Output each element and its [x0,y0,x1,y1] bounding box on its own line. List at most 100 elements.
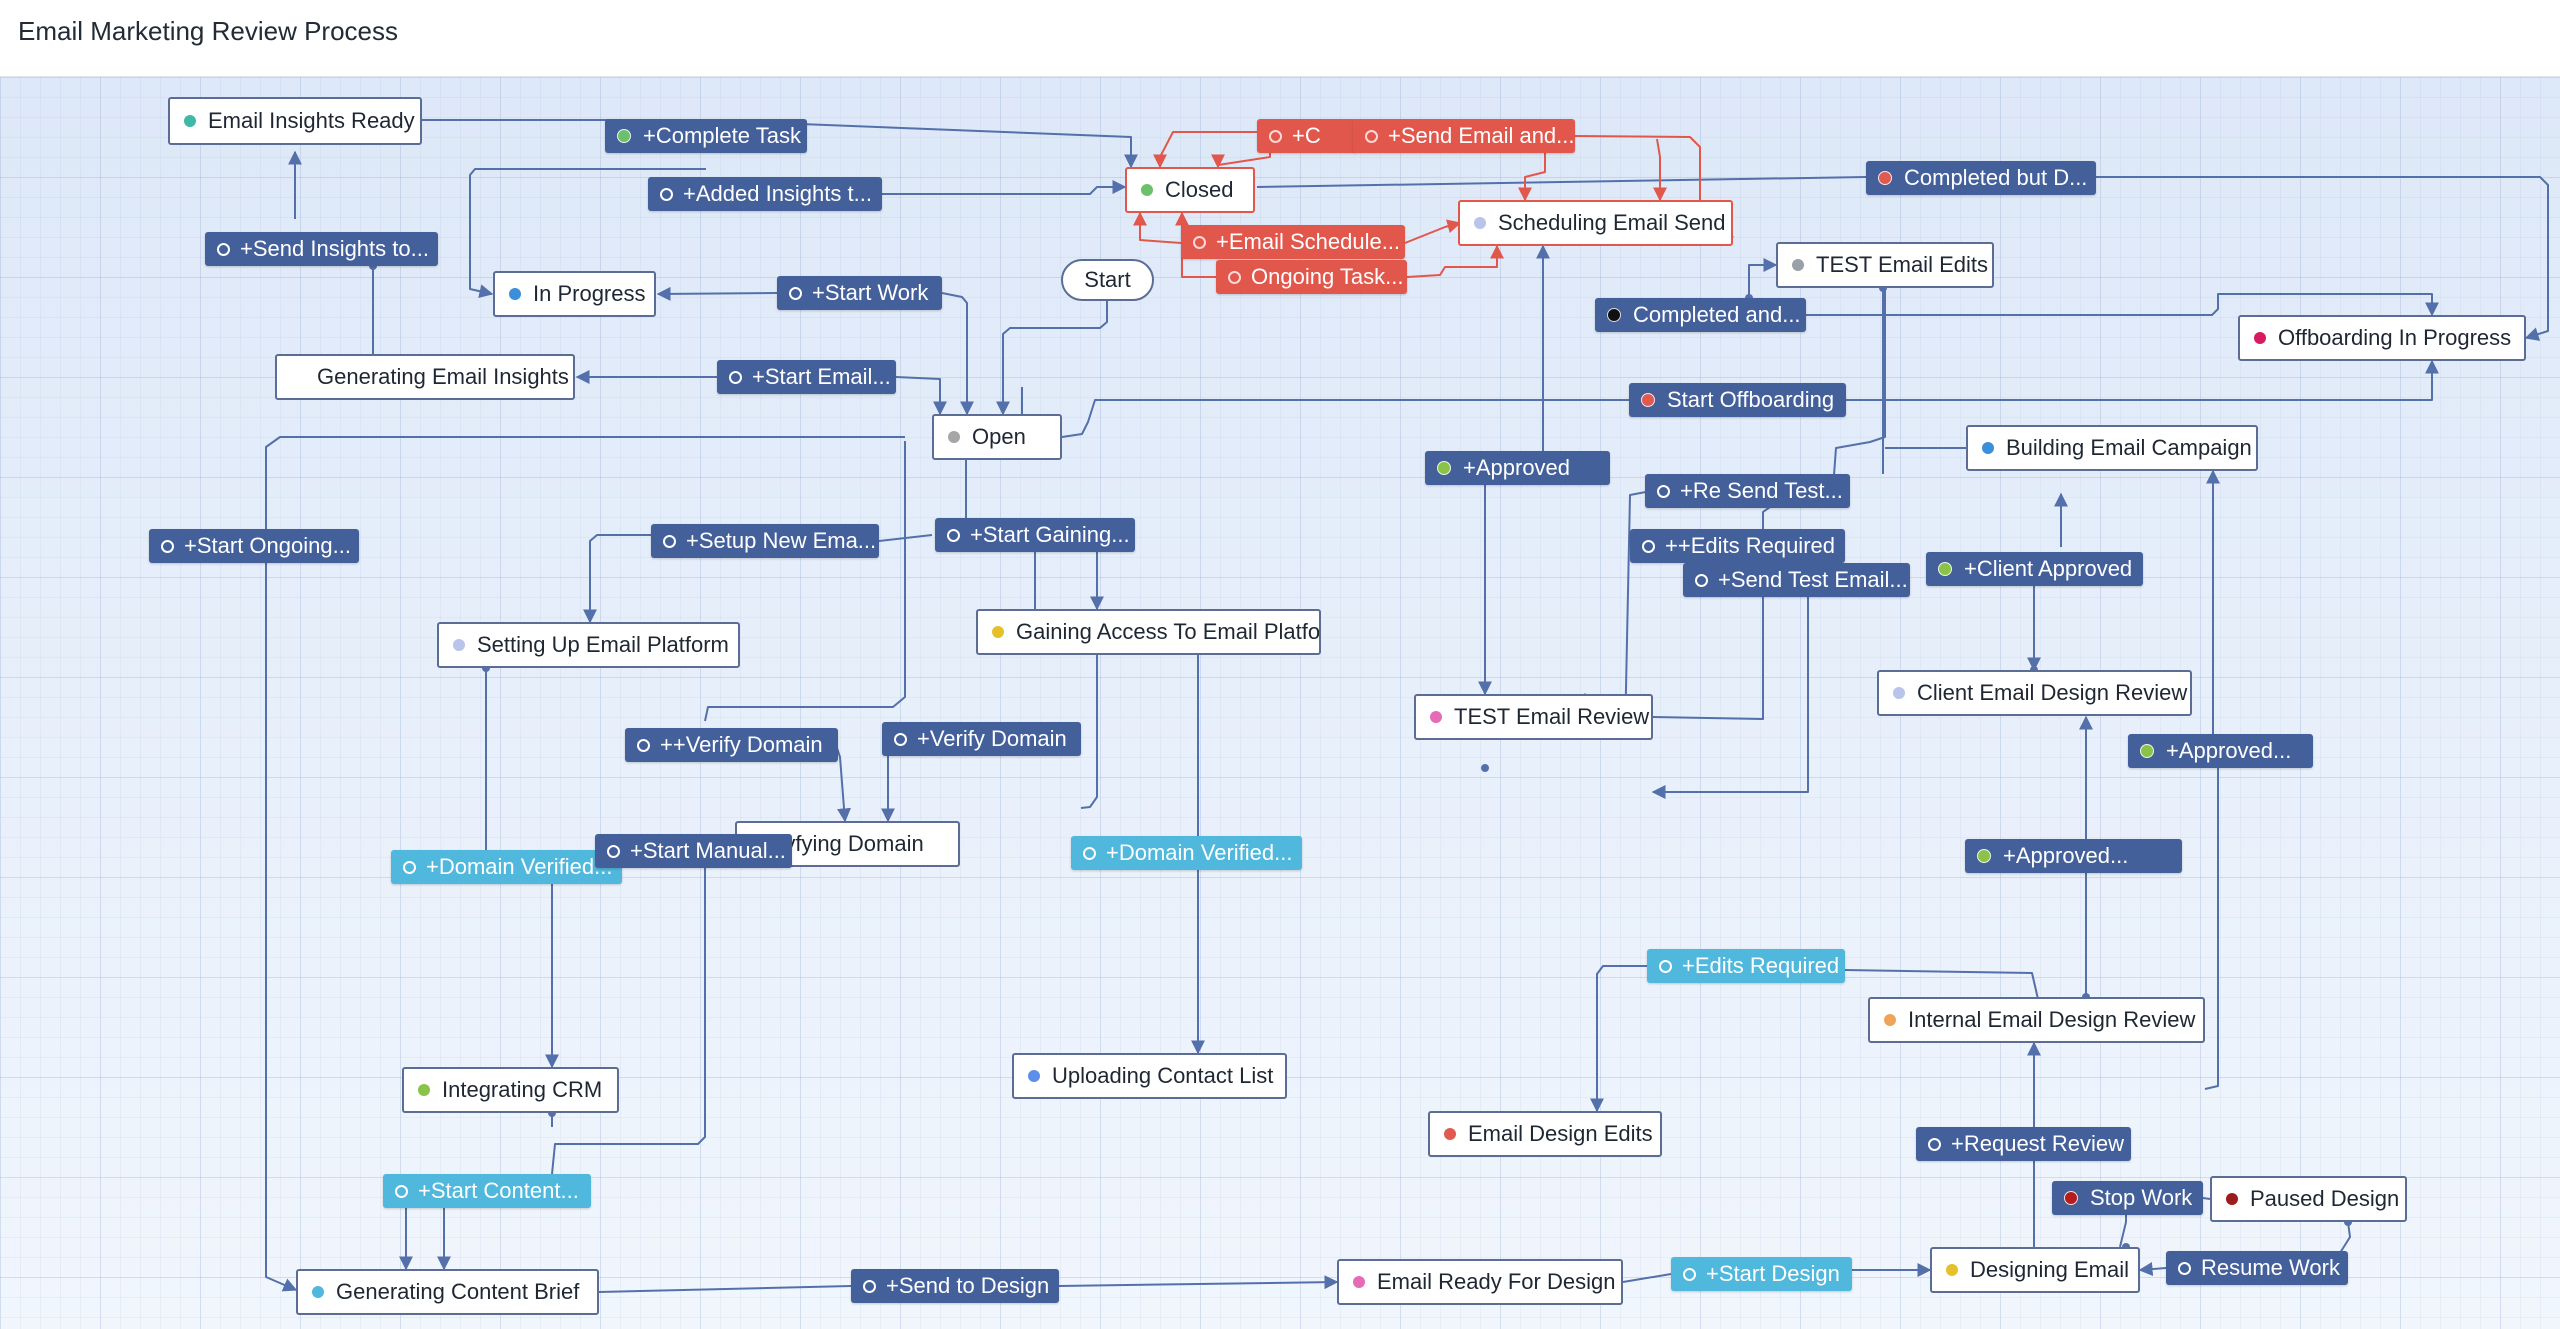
status-dot-icon [2226,1193,2238,1205]
transition-approved[interactable]: +Approved [1425,451,1610,485]
state-node-offboarding-in-progress[interactable]: Offboarding In Progress [2238,315,2526,361]
transition-re-send-test[interactable]: +Re Send Test... [1645,474,1850,508]
transition-domain-verified[interactable]: +Domain Verified... [1071,836,1302,870]
transition-approved[interactable]: +Approved... [1965,839,2182,873]
transition-stop-work[interactable]: Stop Work [2052,1181,2203,1215]
state-node-test-email-edits[interactable]: TEST Email Edits [1776,242,1994,288]
transition-send-insights-to[interactable]: +Send Insights to... [205,232,438,266]
connector-line [941,292,974,416]
connector-line [656,286,778,301]
circle-outline-icon [1928,1137,1941,1151]
state-node-email-ready-for-design[interactable]: Email Ready For Design [1337,1259,1623,1305]
state-node-client-email-design-review[interactable]: Client Email Design Review [1877,670,2192,716]
state-node-start[interactable]: Start [1061,259,1154,301]
connector-line [1653,138,1667,202]
transition-send-email-and[interactable]: +Send Email and... [1353,119,1575,153]
transition-label: +Client Approved [1964,556,2133,581]
circle-outline-icon [1228,270,1241,284]
transition-added-insights-t[interactable]: +Added Insights t... [648,177,882,211]
connector-line [265,436,905,1292]
state-node-open[interactable]: Open [932,414,1062,460]
connector-line [2204,768,2219,1090]
state-node-email-design-edits[interactable]: Email Design Edits [1428,1111,1662,1157]
state-label: Scheduling Email Send [1498,210,1726,235]
state-node-internal-email-design-review[interactable]: Internal Email Design Review [1868,997,2205,1043]
transition-label: +Start Manual... [630,838,786,863]
connector-line [422,119,1138,169]
connector-line [895,376,947,416]
transition-start-design[interactable]: +Start Design [1671,1257,1852,1291]
circle-outline-icon [1083,846,1096,860]
transition-completed-but-d[interactable]: Completed but D... [1866,161,2096,195]
transition-send-test-email[interactable]: +Send Test Email... [1683,563,1910,597]
transition-label: +Request Review [1951,1131,2125,1156]
transition-label: +C [1292,123,1321,148]
state-node-in-progress[interactable]: In Progress [493,271,656,317]
transition-client-approved[interactable]: +Client Approved [1926,552,2143,586]
transition-send-to-design[interactable]: +Send to Design [851,1269,1059,1303]
transition-start-email[interactable]: +Start Email... [717,360,896,394]
transition-start-ongoing[interactable]: +Start Ongoing... [149,529,359,563]
state-node-paused-design[interactable]: Paused Design [2210,1176,2407,1222]
circle-outline-icon [1657,484,1670,498]
transition-ongoing-task[interactable]: Ongoing Task... [1216,260,1407,294]
transition-label: +Edits Required [1682,953,1840,978]
transition-start-work[interactable]: +Start Work [777,276,942,310]
state-node-test-email-review[interactable]: TEST Email Review [1414,694,1653,740]
state-node-building-email-campaign[interactable]: Building Email Campaign [1966,425,2258,471]
state-node-gaining-access-to-email-platfo[interactable]: Gaining Access To Email Platfo [976,609,1321,655]
connector-layer [265,119,2549,1293]
transition-verify-domain[interactable]: ++Verify Domain [625,728,838,762]
status-dot-icon [1353,1276,1365,1288]
transition-request-review[interactable]: +Request Review [1916,1127,2131,1161]
circle-outline-icon [863,1279,876,1293]
state-label: Email Insights Ready [208,108,415,133]
transition-start-manual[interactable]: +Start Manual... [595,834,792,868]
transition-completed-and[interactable]: Completed and... [1595,298,1806,332]
connector-line [1406,244,1504,278]
status-dot-icon [1641,393,1655,407]
transition-label: +Start Email... [752,364,891,389]
state-node-scheduling-email-send[interactable]: Scheduling Email Send [1458,200,1733,246]
state-node-email-insights-ready[interactable]: Email Insights Ready [168,97,422,145]
state-label: Building Email Campaign [2006,435,2252,460]
state-node-uploading-contact-list[interactable]: Uploading Contact List [1012,1053,1287,1099]
connector-line [1153,131,1300,169]
state-node-generating-content-brief[interactable]: Generating Content Brief [296,1269,599,1315]
state-node-closed[interactable]: Closed [1125,167,1255,213]
state-node-designing-email[interactable]: Designing Email [1930,1247,2140,1293]
transition-edits-required[interactable]: ++Edits Required [1630,529,1845,563]
state-node-integrating-crm[interactable]: Integrating CRM [402,1067,619,1113]
circle-outline-icon [403,860,416,874]
transition-setup-new-ema[interactable]: +Setup New Ema... [651,524,879,558]
state-label: Integrating CRM [442,1077,603,1102]
circle-outline-icon [663,534,676,548]
page-header: Email Marketing Review Process [0,0,2560,77]
circle-outline-icon [789,286,802,300]
state-label: Closed [1165,177,1234,202]
transition-domain-verified[interactable]: +Domain Verified... [391,850,622,884]
transition-start-content[interactable]: +Start Content... [383,1174,591,1208]
transition-verify-domain[interactable]: +Verify Domain [882,722,1081,756]
state-node-setting-up-email-platform[interactable]: Setting Up Email Platform [437,622,740,668]
transition-start-offboarding[interactable]: Start Offboarding [1629,383,1846,417]
transition-email-schedule[interactable]: +Email Schedule... [1181,225,1405,259]
circle-outline-icon [660,187,673,201]
transition-edits-required[interactable]: +Edits Required [1647,949,1845,983]
transition-label: +Email Schedule... [1216,229,1401,254]
transition-label: Stop Work [2090,1185,2193,1210]
state-label: Email Design Edits [1468,1121,1653,1146]
connector-line [1844,969,2039,1000]
transition-complete-task[interactable]: +Complete Task [605,119,807,153]
connector-line [1622,1273,1672,1283]
transition-resume-work[interactable]: Resume Work [2166,1251,2348,1285]
status-dot-icon [1028,1070,1040,1082]
state-label: TEST Email Review [1454,704,1650,729]
transition-c[interactable]: +C [1257,119,1357,153]
state-node-generating-email-insights[interactable]: Generating Email Insights [275,354,575,400]
circle-outline-icon [1365,129,1378,143]
transition-start-gaining[interactable]: +Start Gaining... [935,518,1135,552]
state-label: Gaining Access To Email Platfo [1016,619,1321,644]
transition-approved[interactable]: +Approved... [2128,734,2313,768]
